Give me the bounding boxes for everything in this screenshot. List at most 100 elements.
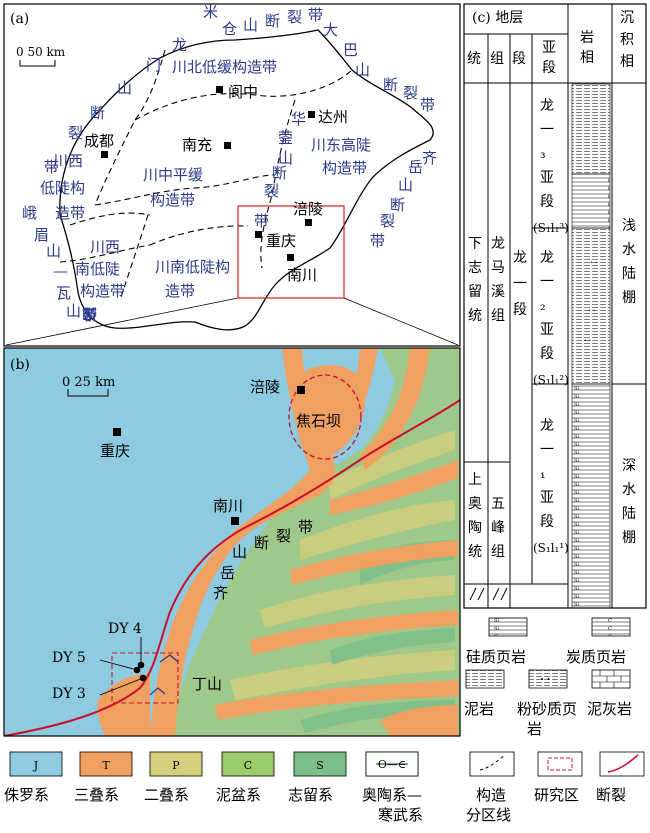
city-marker bbox=[305, 219, 312, 226]
header-sed-facies: 沉 bbox=[620, 10, 634, 26]
fault-label-qiyueshan: 岳 bbox=[408, 158, 423, 176]
fault-label-dabashan: 带 bbox=[420, 96, 435, 114]
fault-label-qiyueshan-b: 齐 bbox=[213, 584, 228, 602]
dingshan-label: 丁山 bbox=[192, 675, 222, 693]
fault-label-micangshan: 山 bbox=[243, 16, 258, 34]
facies-deep-shelf: 水 bbox=[622, 482, 636, 498]
submember-char: 段 bbox=[540, 346, 554, 362]
well-label-dy3: DY 3 bbox=[52, 686, 86, 702]
submember-char: 段 bbox=[540, 194, 554, 210]
scale-label-b: 0 25 km bbox=[62, 375, 115, 390]
fault-label-qiyueshan-b: 带 bbox=[298, 518, 313, 536]
legend-label: 寒武系 bbox=[378, 806, 423, 824]
fault-label-emeishan: 山 bbox=[66, 302, 81, 320]
series-lower-silurian: 统 bbox=[468, 308, 482, 324]
city-marker bbox=[113, 428, 121, 436]
city-label: 南川 bbox=[213, 497, 243, 515]
city-markers-b bbox=[113, 386, 305, 525]
panel-c: • •• •• • (c) 地层 统组段亚段岩相沉积相 下志留统上奥陶统龙马溪组… bbox=[463, 3, 647, 609]
fault-label-qiyueshan-b: 岳 bbox=[220, 564, 235, 582]
submember-char: ₂ bbox=[540, 298, 546, 314]
panel-c-label: (c) 地层 bbox=[472, 10, 523, 26]
fault-label-emeishan: 瓦 bbox=[56, 284, 71, 302]
formation-wufeng: 五 bbox=[491, 496, 505, 512]
header-formation: 组 bbox=[490, 51, 504, 67]
fault-label-emeishan: 断 bbox=[82, 306, 97, 324]
zone-label-chuanxinan: 南低陡 bbox=[75, 260, 120, 278]
facies-shallow-shelf: 水 bbox=[622, 242, 636, 258]
facies-deep-shelf: 棚 bbox=[622, 530, 636, 546]
city-label: 重庆 bbox=[266, 232, 296, 250]
fault-label-huayingshan: 华 bbox=[291, 110, 306, 128]
lith-legend-label: 炭质页岩 bbox=[566, 648, 626, 666]
legend-swatch bbox=[9, 751, 63, 777]
fault-labels-a: 龙门山断裂带米仓山断裂带大巴山断裂带华蓥山断裂带齐岳山断裂带峨眉山—瓦山断裂带 bbox=[22, 3, 437, 324]
legend-code: S bbox=[316, 759, 324, 772]
fault-label-b: 齐岳山断裂带 bbox=[213, 518, 313, 602]
facies-deep-shelf: 陆 bbox=[622, 506, 636, 522]
zone-boundaries bbox=[59, 49, 353, 301]
city-labels-b: 涪陵 重庆 南川 焦石坝 bbox=[100, 378, 341, 515]
jiaoshiba-label: 焦石坝 bbox=[296, 412, 341, 430]
lith-legend-label: 硅质页岩 bbox=[466, 648, 526, 666]
legend-swatch bbox=[293, 751, 347, 777]
column-headers: 统组段亚段岩相沉积相 bbox=[467, 10, 634, 76]
formation-wufeng: 峰 bbox=[491, 520, 505, 536]
fault-label-qiyueshan-b: 裂 bbox=[276, 527, 291, 545]
header-submember: 段 bbox=[542, 60, 556, 76]
zone-label-chuanxi: 川西 bbox=[53, 152, 83, 170]
fault-label-longmenshan: 山 bbox=[117, 79, 132, 97]
legend-label: 三叠系 bbox=[74, 786, 119, 804]
fault-label-dabashan: 断 bbox=[383, 76, 398, 94]
city-markers-a bbox=[101, 86, 315, 261]
legend-code: O—∈ bbox=[378, 758, 406, 771]
scale-label-a: 0 50 km bbox=[16, 45, 66, 59]
legend-code: J bbox=[33, 759, 38, 772]
legend-label: 构造 bbox=[476, 786, 506, 804]
submember-char: 龙 bbox=[540, 418, 554, 434]
panel-b: (b) 0 25 km 涪陵 重庆 南川 焦石坝 齐岳山断裂带 bbox=[3, 347, 461, 737]
lith-legend-label: 岩 bbox=[527, 720, 542, 738]
fault-label-dabashan: 裂 bbox=[403, 84, 418, 102]
legend-code: P bbox=[172, 759, 180, 772]
fault-label-longmenshan: 断 bbox=[90, 104, 105, 122]
fault-label-qiyueshan: 齐 bbox=[422, 149, 437, 167]
submember-code: (S₁l₁³) bbox=[533, 221, 569, 235]
fault-label-dabashan: 山 bbox=[355, 61, 370, 79]
city-marker bbox=[255, 231, 262, 238]
panel-a: (a) 0 50 km bbox=[3, 3, 461, 347]
zone-label-chuannan: 川南低陡构 bbox=[155, 258, 230, 276]
city-label: 重庆 bbox=[100, 442, 130, 460]
fault-label-huayingshan: 断 bbox=[272, 164, 287, 182]
formation-wufeng: 组 bbox=[491, 544, 505, 560]
jiaoshiba-area bbox=[288, 374, 362, 460]
fault-label-emeishan: 带 bbox=[82, 306, 97, 324]
legend-label: 断裂 bbox=[596, 786, 626, 804]
zone-label-chuanbei: 川北低缓构造带 bbox=[172, 58, 277, 76]
submember-char: 龙 bbox=[540, 98, 554, 114]
fault-label-huayingshan: 裂 bbox=[264, 182, 279, 200]
facies-shallow-shelf: 浅 bbox=[622, 218, 636, 234]
svg-text:• •: • • bbox=[590, 260, 598, 266]
header-sed-facies: 积 bbox=[620, 32, 634, 48]
facies-shallow-shelf: 棚 bbox=[622, 290, 636, 306]
fault-label-micangshan: 断 bbox=[265, 12, 280, 30]
panel-a-frame bbox=[3, 3, 461, 347]
submember-char: 一 bbox=[540, 122, 554, 138]
fault-label-qiyueshan: 裂 bbox=[380, 212, 395, 230]
legend-swatch bbox=[537, 751, 583, 777]
header-sed-facies: 相 bbox=[620, 54, 634, 70]
legend-item: 断裂 bbox=[596, 751, 645, 804]
zone-label-chuandong: 川东高陡 bbox=[311, 136, 371, 154]
legend-label: 侏罗系 bbox=[4, 786, 49, 804]
fault-label-longmenshan: 裂 bbox=[68, 124, 83, 142]
legend-label: 志留系 bbox=[288, 786, 333, 804]
zone-label-chuanxi: 造带 bbox=[55, 204, 85, 222]
study-area-box-b bbox=[111, 652, 179, 704]
panel-c-frame bbox=[463, 3, 647, 609]
member-long1: 龙 bbox=[513, 250, 527, 266]
city-label: 南川 bbox=[287, 266, 317, 284]
city-marker bbox=[297, 386, 305, 394]
